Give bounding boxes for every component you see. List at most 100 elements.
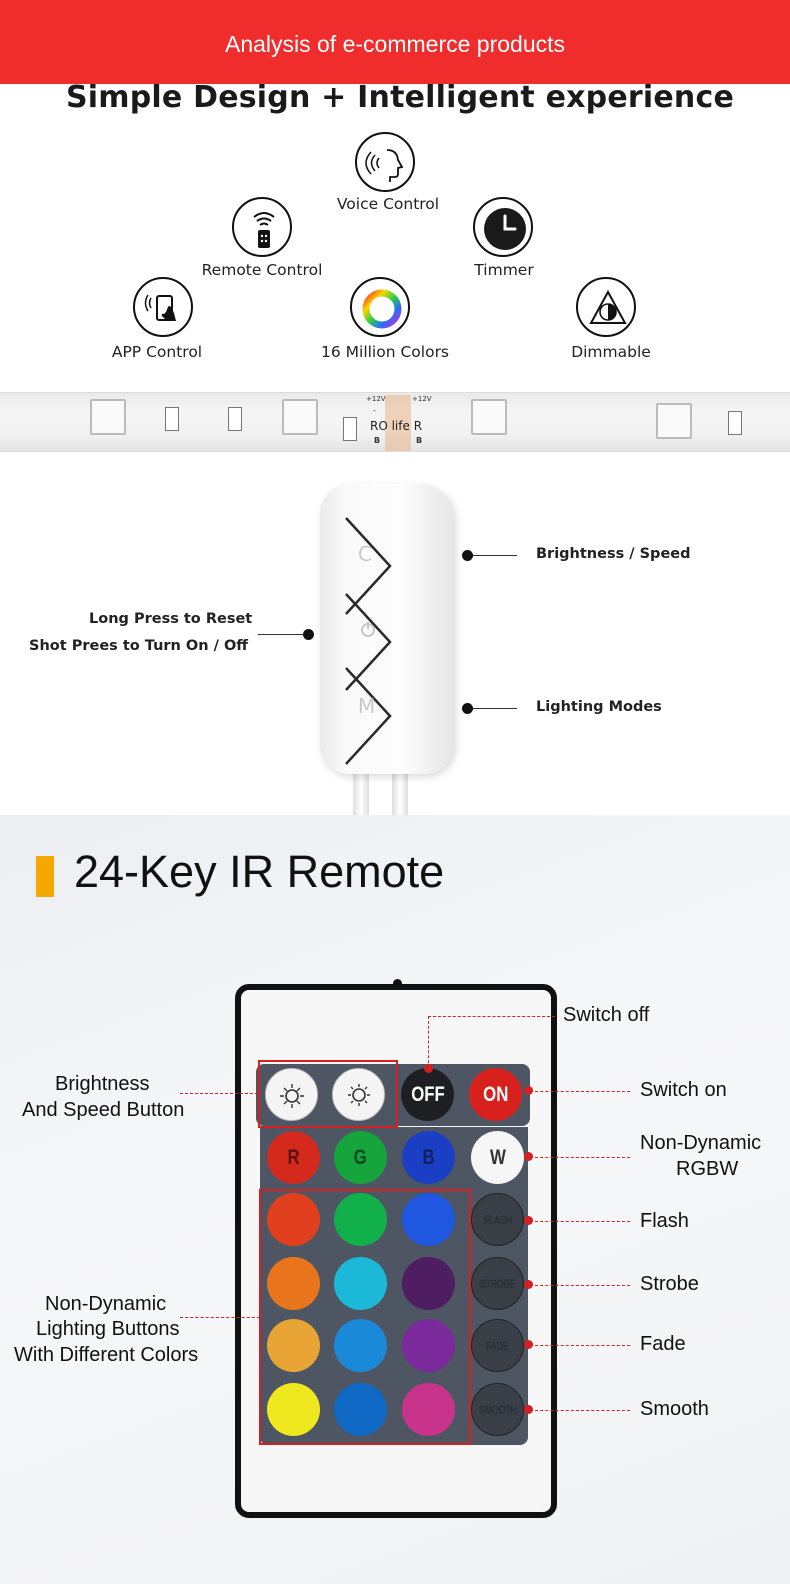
callout-line	[473, 555, 517, 556]
color-key-button[interactable]	[402, 1193, 455, 1246]
color-wheel-icon	[350, 277, 410, 337]
color-key-button[interactable]	[402, 1257, 455, 1310]
remote-body: OFF ON R G B W FLASH STROBE FADE SMOOTH	[235, 984, 557, 1518]
color-key-button[interactable]	[402, 1383, 455, 1436]
brightness-highlight-box	[258, 1060, 398, 1128]
fade-label: Fade	[640, 1333, 686, 1355]
remote-control-icon	[232, 197, 292, 257]
callout-dot	[524, 1216, 533, 1225]
callout-line	[473, 708, 517, 709]
callout-dot	[524, 1405, 533, 1414]
resistor	[228, 407, 242, 431]
on-button[interactable]: ON	[469, 1068, 522, 1121]
g-label: G	[353, 1145, 368, 1169]
color-key-button[interactable]	[267, 1257, 320, 1310]
switch-off-label: Switch off	[563, 1004, 650, 1026]
timer-icon	[473, 197, 533, 257]
callout-line	[530, 1157, 630, 1158]
lighting-label-3: With Different Colors	[14, 1344, 199, 1366]
callout-dot	[303, 629, 314, 640]
resistor	[728, 411, 742, 435]
color-key-button[interactable]	[267, 1193, 320, 1246]
smooth-key-label: SMOOTH	[478, 1402, 517, 1417]
led-chip	[282, 399, 318, 435]
flash-key-label: FLASH	[483, 1212, 512, 1227]
r-label: R	[287, 1145, 300, 1169]
brightness-down-button[interactable]	[265, 1068, 318, 1121]
lighting-label-1: Non-Dynamic	[45, 1293, 167, 1315]
rgbw-label-1: Non-Dynamic	[640, 1132, 762, 1154]
callout-line	[258, 634, 304, 635]
remote-title: 24-Key IR Remote	[74, 846, 445, 897]
flash-label: Flash	[640, 1210, 689, 1232]
sun-icon	[279, 1083, 304, 1108]
pad-dash: -	[373, 406, 376, 415]
dimmable-label: Dimmable	[571, 343, 651, 361]
app-control-icon	[133, 277, 193, 337]
callout-line	[180, 1093, 258, 1094]
led-strip: +12V +12V - RO life R B B	[0, 392, 790, 452]
color-key-button[interactable]	[267, 1383, 320, 1436]
callout-dot	[524, 1280, 533, 1289]
on-label: ON	[482, 1082, 509, 1106]
callout-line	[530, 1345, 630, 1346]
callout-dot	[524, 1086, 533, 1095]
callout-line	[530, 1091, 630, 1092]
solder-pad	[385, 395, 411, 451]
callout-line	[530, 1410, 630, 1411]
brightness-up-button[interactable]	[332, 1068, 385, 1121]
color-key-button[interactable]	[334, 1193, 387, 1246]
w-label: W	[489, 1145, 506, 1169]
green-button[interactable]: G	[334, 1131, 387, 1184]
mode-c-button[interactable]: C	[358, 542, 372, 566]
resistor	[165, 407, 179, 431]
smooth-label: Smooth	[640, 1398, 709, 1420]
app-control-label: APP Control	[111, 343, 203, 361]
callout-dot	[424, 1064, 433, 1073]
pad-label-right: +12V	[412, 395, 432, 403]
voice-control-icon	[355, 132, 415, 192]
blue-button[interactable]: B	[402, 1131, 455, 1184]
led-chip	[471, 399, 507, 435]
smooth-button[interactable]: SMOOTH	[471, 1383, 524, 1436]
color-keys-highlight-box	[259, 1189, 471, 1445]
mode-m-button[interactable]: M	[358, 694, 376, 718]
inline-controller: C M	[320, 484, 454, 774]
color-key-button[interactable]	[267, 1319, 320, 1372]
fade-key-label: FADE	[486, 1338, 509, 1353]
callout-dot	[462, 703, 473, 714]
led-chip	[656, 403, 692, 439]
callout-dot	[524, 1152, 533, 1161]
callout-dot	[524, 1340, 533, 1349]
brightness-label-2: And Speed Button	[22, 1099, 185, 1121]
resistor	[343, 417, 357, 441]
strobe-button[interactable]: STROBE	[471, 1257, 524, 1310]
flash-button[interactable]: FLASH	[471, 1193, 524, 1246]
lighting-label-2: Lighting Buttons	[36, 1318, 180, 1340]
strip-marking: RO life R	[370, 419, 423, 433]
red-button[interactable]: R	[267, 1131, 320, 1184]
sun-icon	[347, 1083, 370, 1106]
dimmable-icon	[576, 277, 636, 337]
color-key-button[interactable]	[334, 1383, 387, 1436]
callout-dot	[462, 550, 473, 561]
banner-title: Analysis of e-commerce products	[224, 31, 565, 57]
off-button[interactable]: OFF	[401, 1068, 454, 1121]
strobe-label: Strobe	[640, 1273, 699, 1295]
strobe-key-label: STROBE	[479, 1276, 516, 1291]
white-button[interactable]: W	[471, 1131, 524, 1184]
callout-line	[428, 1016, 555, 1017]
led-chip	[90, 399, 126, 435]
callout-line	[428, 1016, 429, 1068]
title-accent-bar	[36, 856, 54, 897]
fade-button[interactable]: FADE	[471, 1319, 524, 1372]
color-key-button[interactable]	[334, 1319, 387, 1372]
b-label: B	[422, 1145, 435, 1169]
remote-control-label: Remote Control	[201, 261, 323, 279]
callout-line	[530, 1221, 630, 1222]
voice-control-label: Voice Control	[336, 195, 440, 213]
color-key-button[interactable]	[334, 1257, 387, 1310]
reset-callout: Long Press to Reset	[89, 611, 253, 627]
color-key-button[interactable]	[402, 1319, 455, 1372]
headline: Simple Design + Intelligent experience	[66, 80, 734, 115]
